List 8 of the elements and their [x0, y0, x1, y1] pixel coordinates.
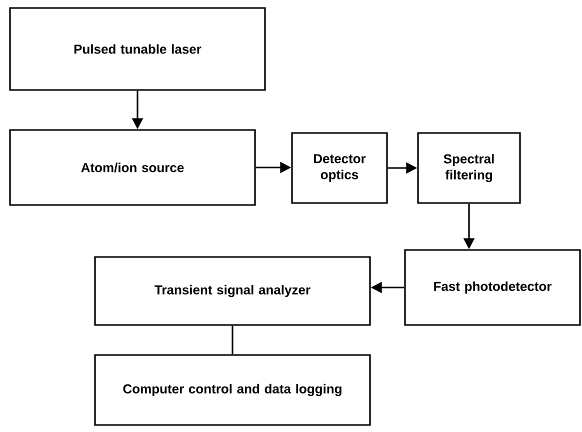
process-box: Spectral filtering	[417, 132, 521, 204]
process-box: Atom/ion source	[9, 129, 256, 206]
process-box: Computer control and data logging	[94, 354, 371, 426]
connector-line	[232, 326, 234, 354]
process-box: Detector optics	[291, 132, 388, 204]
process-box: Transient signal analyzer	[94, 256, 371, 326]
process-box: Pulsed tunable laser	[9, 7, 266, 91]
process-box: Fast photodetector	[404, 249, 581, 326]
